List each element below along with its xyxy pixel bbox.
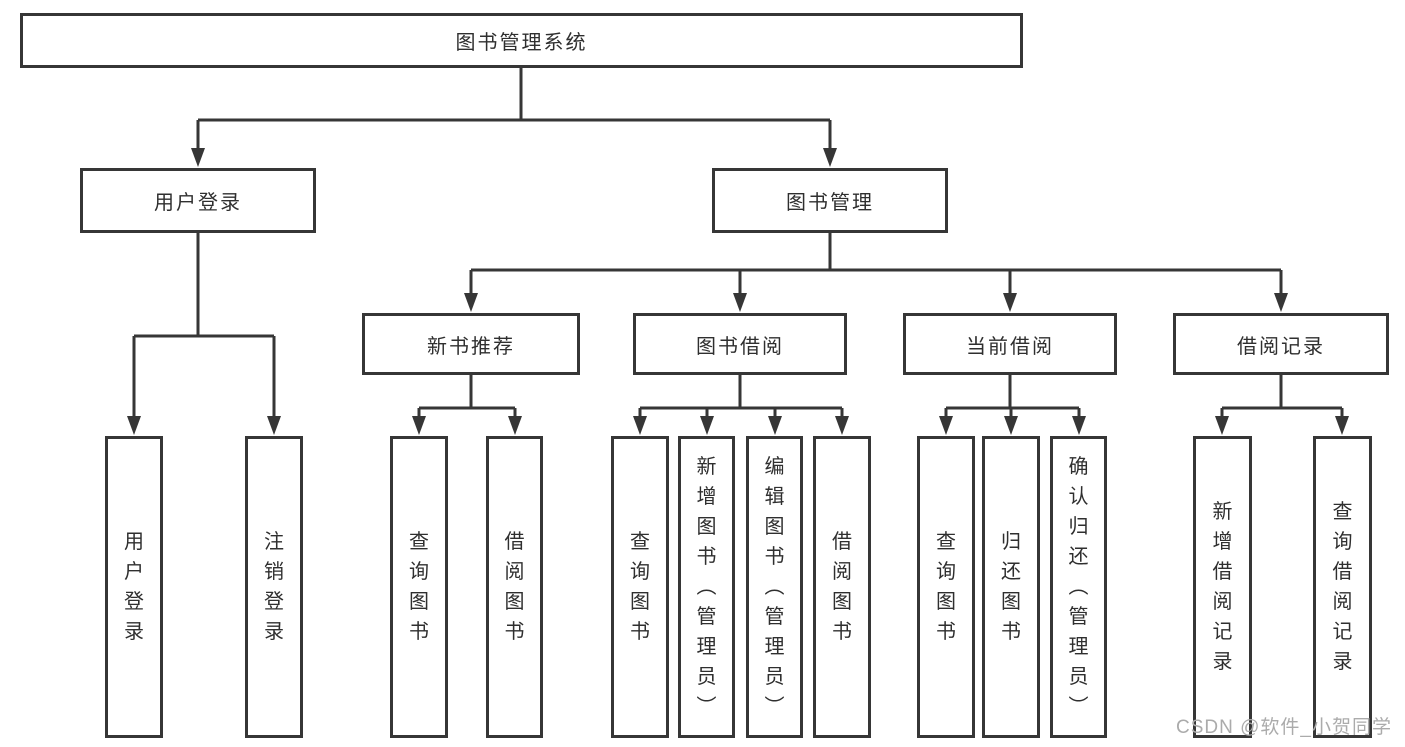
node-label: 图书管理: [786, 192, 874, 214]
node-label: 归 还 图 书: [1001, 531, 1021, 643]
node-borrow-records: 借阅记录: [1173, 313, 1389, 375]
csdn-watermark: CSDN @软件_小贺同学: [1176, 717, 1392, 738]
leaf-add-book-admin: 新 增 图 书 ︵ 管 理 员 ︶: [678, 436, 735, 738]
node-label: 新 增 借 阅 记 录: [1212, 501, 1233, 673]
node-new-book-recommend: 新书推荐: [362, 313, 580, 375]
node-label: 图书管理系统: [455, 32, 588, 54]
node-label: 编 辑 图 书 ︵ 管 理 员 ︶: [764, 456, 785, 718]
node-label: 用 户 登 录: [124, 531, 144, 643]
node-label: 查 询 图 书: [630, 531, 650, 643]
node-label: 借 阅 图 书: [504, 531, 525, 643]
node-label: 查 询 图 书: [409, 531, 429, 643]
leaf-borrow-books-recommend: 借 阅 图 书: [486, 436, 543, 738]
leaf-query-books-recommend: 查 询 图 书: [390, 436, 448, 738]
node-user-login-branch: 用户登录: [80, 168, 316, 233]
node-label: 借阅记录: [1237, 335, 1325, 358]
node-current-borrow: 当前借阅: [903, 313, 1117, 375]
leaf-edit-book-admin: 编 辑 图 书 ︵ 管 理 员 ︶: [746, 436, 803, 738]
leaf-user-login: 用 户 登 录: [105, 436, 163, 738]
leaf-return-books: 归 还 图 书: [982, 436, 1040, 738]
leaf-logout: 注 销 登 录: [245, 436, 303, 738]
node-label: 当前借阅: [966, 335, 1054, 358]
node-label: 图书借阅: [696, 335, 784, 358]
node-label: 新 增 图 书 ︵ 管 理 员 ︶: [696, 456, 717, 718]
node-book-management-branch: 图书管理: [712, 168, 948, 233]
leaf-add-borrow-record: 新 增 借 阅 记 录: [1193, 436, 1252, 738]
node-label: 新书推荐: [427, 335, 515, 358]
node-label: 用户登录: [154, 192, 242, 214]
arrowhead-icons: [127, 148, 1349, 435]
leaf-confirm-return-admin: 确 认 归 还 ︵ 管 理 员 ︶: [1050, 436, 1107, 738]
node-label: 查 询 借 阅 记 录: [1332, 501, 1353, 673]
leaf-query-books-borrow: 查 询 图 书: [611, 436, 669, 738]
node-label: 注 销 登 录: [264, 531, 284, 643]
node-label: 查 询 图 书: [936, 531, 956, 643]
leaf-query-books-current: 查 询 图 书: [917, 436, 975, 738]
leaf-borrow-books: 借 阅 图 书: [813, 436, 871, 738]
leaf-query-borrow-record: 查 询 借 阅 记 录: [1313, 436, 1372, 738]
node-root-system: 图书管理系统: [20, 13, 1023, 68]
node-label: 确 认 归 还 ︵ 管 理 员 ︶: [1068, 456, 1089, 718]
node-label: 借 阅 图 书: [832, 531, 852, 643]
node-book-borrow: 图书借阅: [633, 313, 847, 375]
